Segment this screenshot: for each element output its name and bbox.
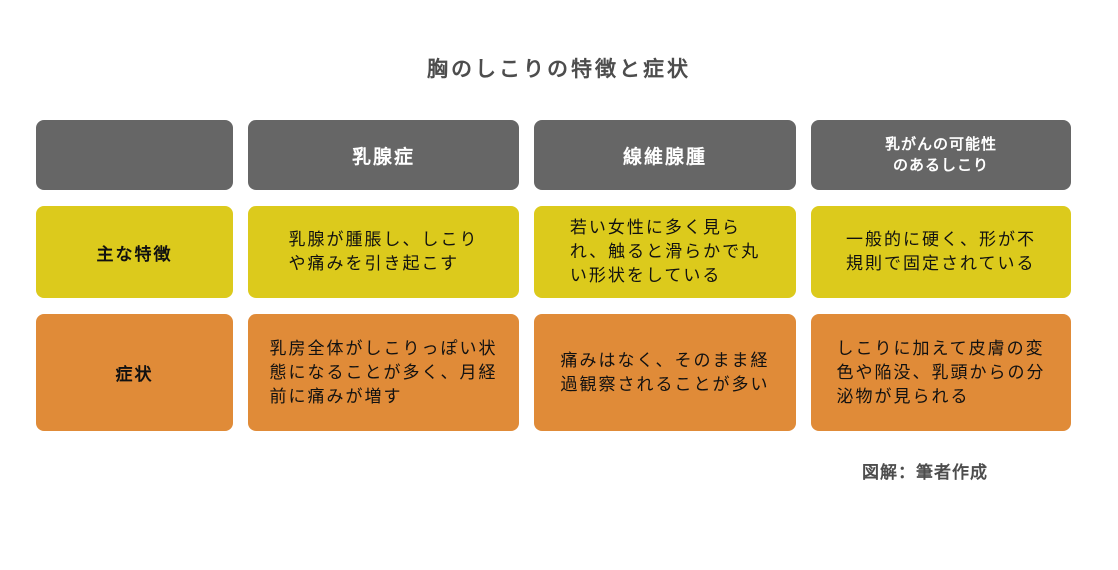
cell-text: しこりに加えて皮膚の変 色や陥没、乳頭からの分 泌物が見られる [836, 338, 1046, 406]
cell-text: 一般的に硬く、形が不 規則で固定されている [846, 230, 1036, 273]
row-label-symptoms: 症状 [36, 314, 233, 431]
cell-text: 乳房全体がしこりっぽい状 態になることが多く、月経 前に痛みが増す [269, 338, 498, 406]
cell-text: 乳腺が腫脹し、しこり や痛みを引き起こす [288, 230, 479, 273]
column-header-mastopathy: 乳腺症 [248, 120, 519, 190]
column-header-fibroadenoma: 線維腺腫 [534, 120, 796, 190]
column-header-empty [36, 120, 233, 190]
cell-possible-cancer-features: 一般的に硬く、形が不 規則で固定されている [811, 206, 1071, 298]
cell-possible-cancer-symptoms: しこりに加えて皮膚の変 色や陥没、乳頭からの分 泌物が見られる [811, 314, 1071, 431]
cell-text: 痛みはなく、そのまま経 過観察されることが多い [560, 350, 770, 394]
credit-note: 図解：筆者作成 [862, 463, 988, 482]
row-label-main-features: 主な特徴 [36, 206, 233, 298]
cell-mastopathy-symptoms: 乳房全体がしこりっぽい状 態になることが多く、月経 前に痛みが増す [248, 314, 519, 431]
cell-fibroadenoma-features: 若い女性に多く見ら れ、触ると滑らかで丸 い形状をしている [534, 206, 796, 298]
comparison-table: 乳腺症 線維腺腫 乳がんの可能性 のあるしこり 主な特徴 乳腺が腫脹し、しこり … [36, 120, 1071, 431]
cell-fibroadenoma-symptoms: 痛みはなく、そのまま経 過観察されることが多い [534, 314, 796, 431]
cell-mastopathy-features: 乳腺が腫脹し、しこり や痛みを引き起こす [248, 206, 519, 298]
page-title: 胸のしこりの特徴と症状 [427, 58, 691, 81]
cell-text: 若い女性に多く見ら れ、触ると滑らかで丸 い形状をしている [569, 218, 761, 285]
column-header-possible-cancer: 乳がんの可能性 のあるしこり [811, 120, 1071, 190]
